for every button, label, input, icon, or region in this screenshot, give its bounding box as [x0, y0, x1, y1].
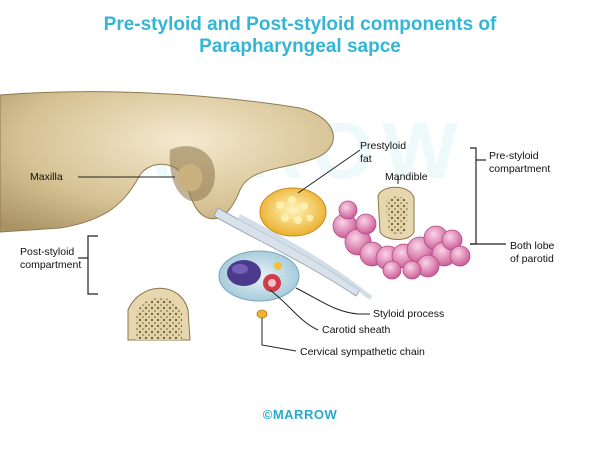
- skull-base-bone: [0, 91, 334, 233]
- vein-highlight: [232, 264, 248, 274]
- label-prestyloid-fat-line1: Prestyloid: [360, 140, 407, 152]
- sympathetic-chain-shape: [256, 309, 268, 319]
- title-line-2: Parapharyngeal sapce: [199, 36, 401, 57]
- fat-lobules: [276, 196, 314, 224]
- artery-lumen: [268, 279, 276, 287]
- label-pre-styloid-compartment-line2: compartment: [489, 163, 551, 175]
- label-prestyloid-fat-line2: fat: [360, 153, 372, 165]
- post-styloid-bracket: [87, 235, 98, 295]
- vertebra-marrow: [136, 297, 182, 340]
- prestyloid-fat-shape: [259, 187, 327, 237]
- label-post-styloid-compartment-line1: Post-styloid: [20, 246, 75, 258]
- styloid-stripe: [238, 214, 372, 300]
- label-both-lobe-line1: Both lobe: [510, 240, 555, 252]
- label-post-styloid-compartment-line2: compartment: [20, 259, 82, 271]
- bracket-lines: [78, 147, 506, 295]
- label-styloid-process: Styloid process: [373, 308, 445, 320]
- mandible-marrow: [386, 196, 408, 235]
- label-pre-styloid-compartment-line1: Pre-styloid: [489, 150, 539, 162]
- label-mandible: Mandible: [385, 171, 428, 183]
- bone-knob: [177, 164, 203, 192]
- label-carotid-sheath: Carotid sheath: [322, 324, 391, 336]
- pre-styloid-bracket: [470, 147, 477, 245]
- label-cervical-sympathetic-chain: Cervical sympathetic chain: [300, 346, 425, 358]
- footer-logo: ©MARROW: [262, 407, 338, 422]
- vagus-nerve: [274, 262, 282, 270]
- label-both-lobe-line2: of parotid: [510, 253, 554, 265]
- leader-lines: [78, 149, 399, 352]
- title-line-1: Pre-styloid and Post-styloid components …: [103, 14, 497, 35]
- parotid-gland: [332, 200, 471, 280]
- diagram-title: Pre-styloid and Post-styloid components …: [0, 14, 600, 58]
- label-maxilla: Maxilla: [30, 171, 63, 183]
